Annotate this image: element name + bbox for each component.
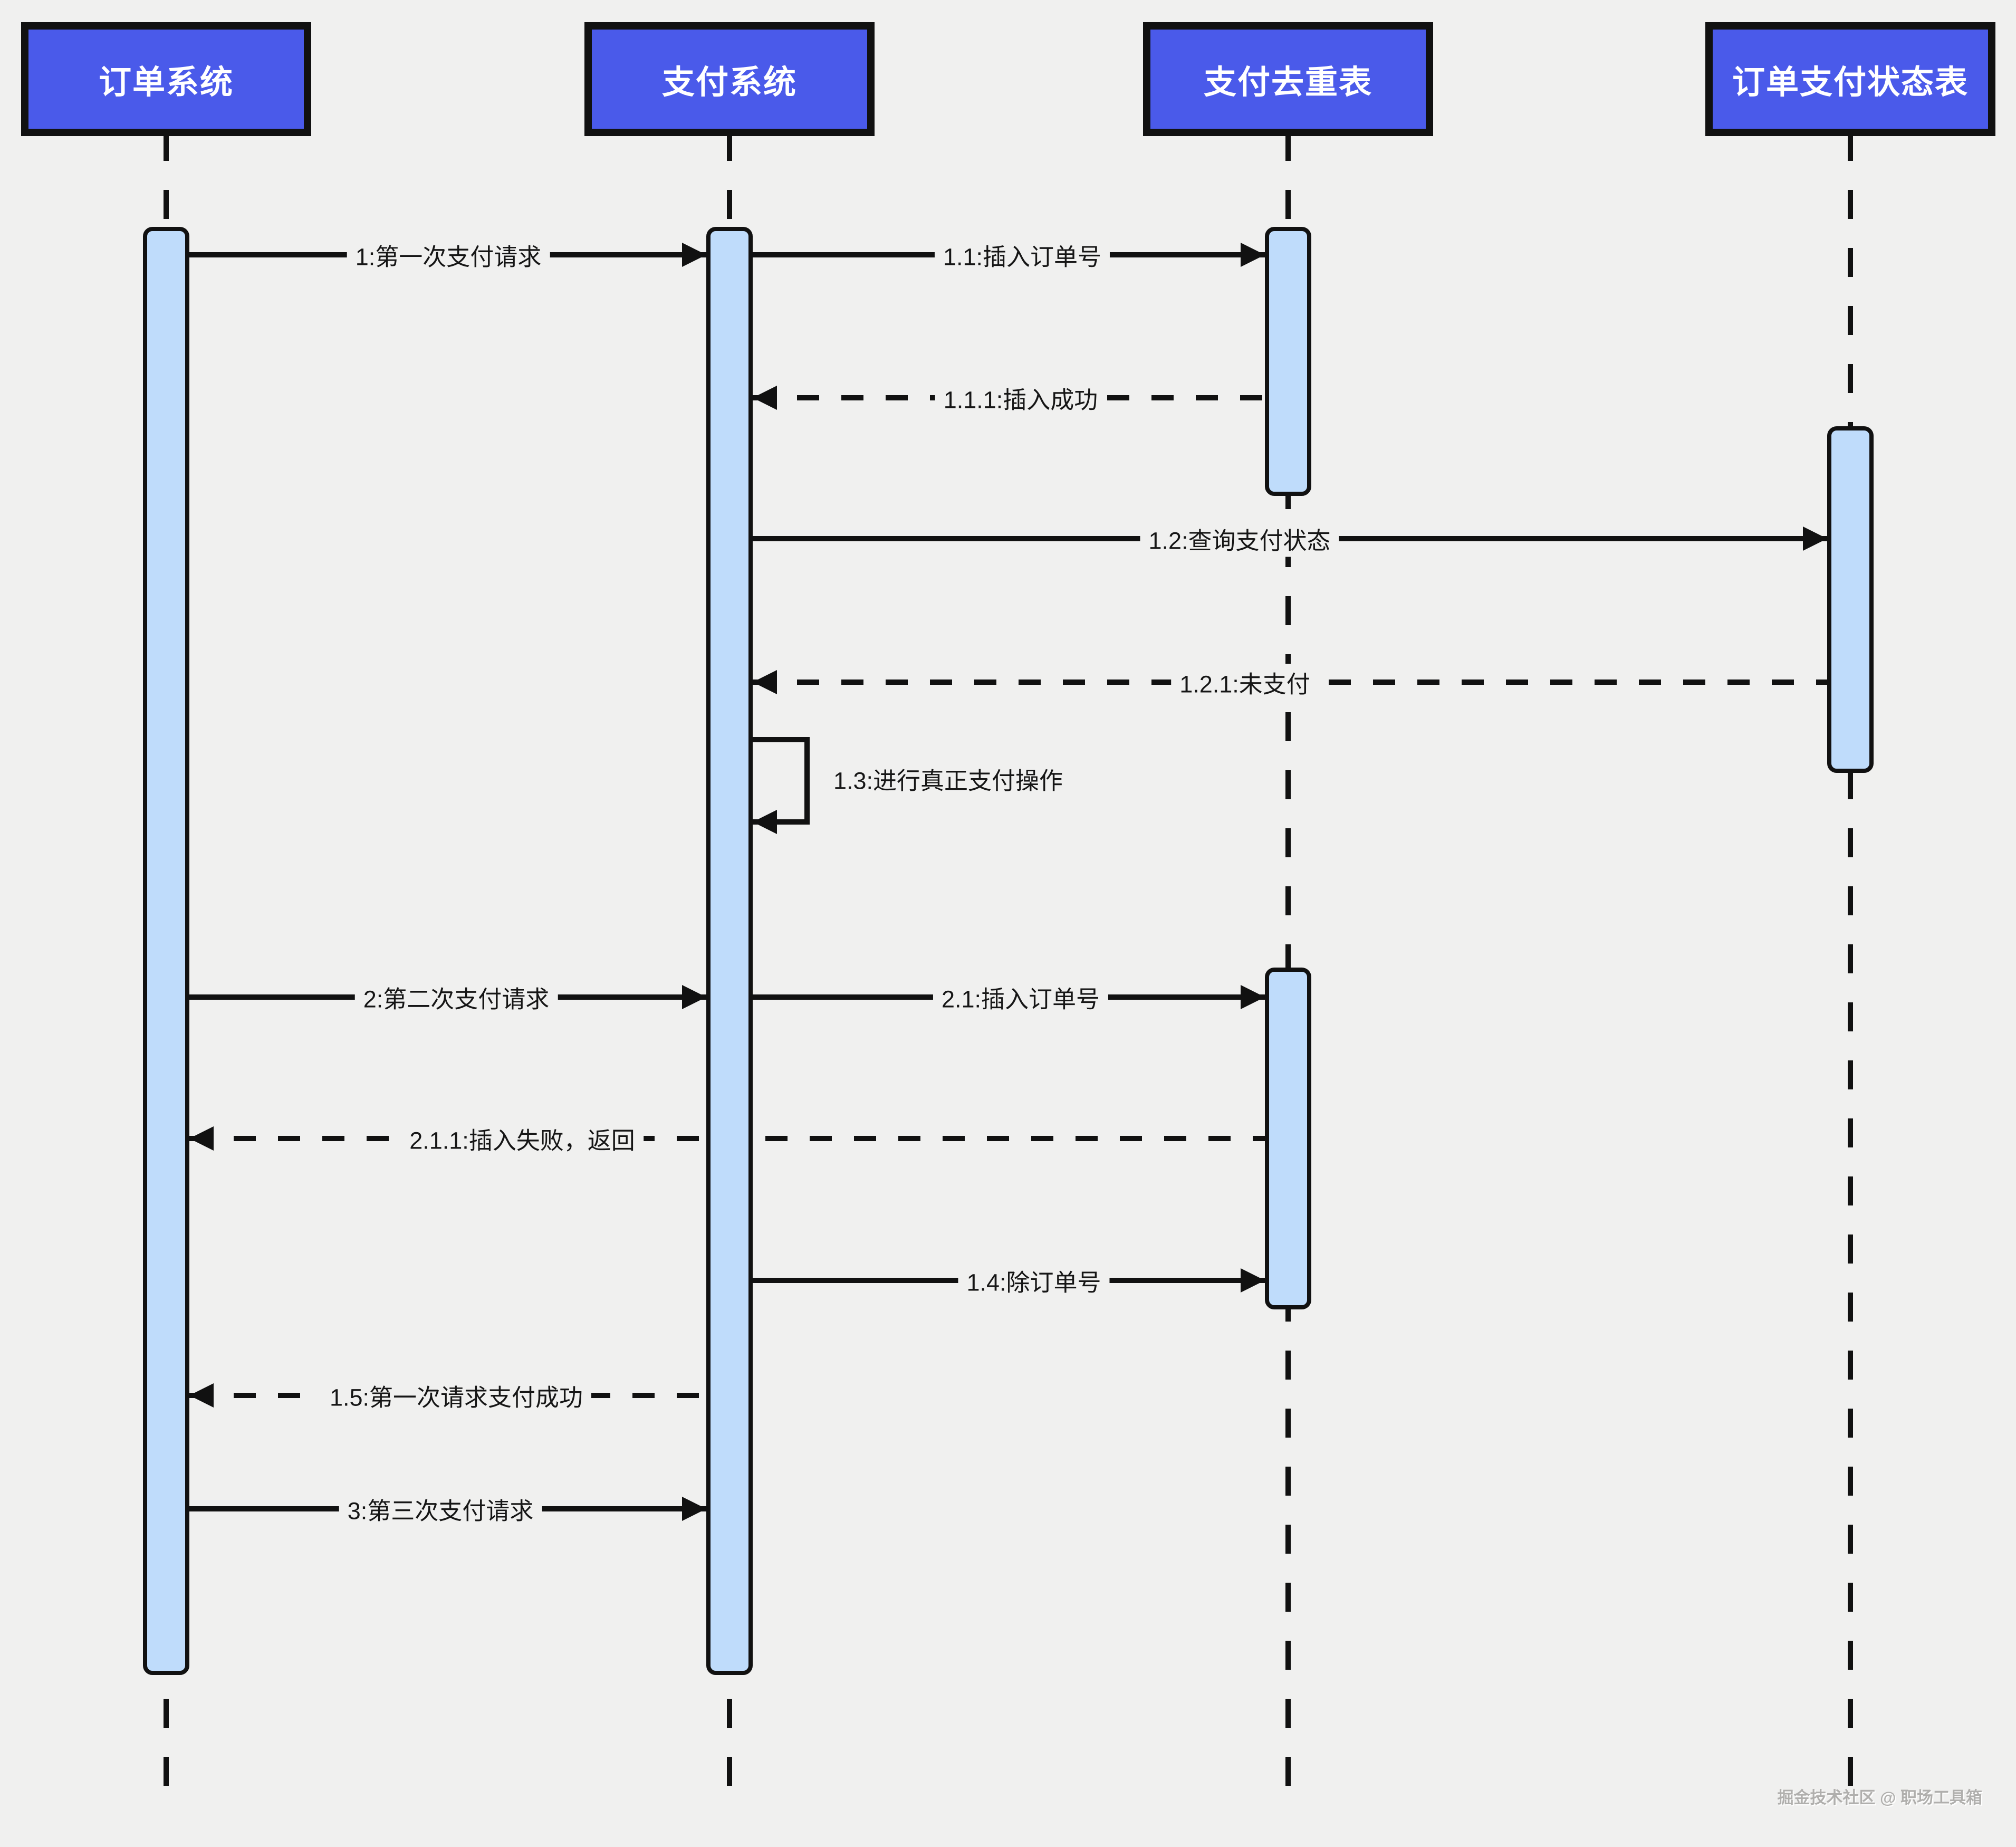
message-1-3-arrowhead-icon [753,810,777,834]
message-3-arrowhead-icon [682,1497,706,1521]
message-1-3-loop-bottom-line [753,819,810,825]
lifeline-status [1848,132,1853,1804]
actor-label-status: 订单支付状态表 [1732,64,1969,101]
activation-dedup-1 [1265,227,1311,496]
actor-box-dedup: 支付去重表 [1143,22,1433,136]
message-1-1-1-arrowhead-icon [753,386,777,410]
message-1-arrowhead-icon [682,243,706,267]
activation-status [1827,426,1874,773]
actor-label-payment: 支付系统 [661,64,797,101]
actor-box-status: 订单支付状态表 [1705,22,1995,136]
activation-dedup-2 [1265,968,1311,1309]
message-1-5-arrowhead-icon [189,1383,214,1408]
actor-label-order: 订单系统 [98,64,234,101]
message-1-2-1-arrowhead-icon [753,670,777,694]
message-1-2-1-label: 1.2.1:未支付 [1171,664,1319,701]
message-1-4-label: 1.4:除订单号 [958,1262,1110,1299]
message-1-1-arrowhead-icon [1241,243,1265,267]
message-2-arrowhead-icon [682,985,706,1009]
message-1-3-label: 1.3:进行真正支付操作 [833,767,1063,795]
message-1-2-label: 1.2:查询支付状态 [1140,520,1339,557]
message-1-5-label: 1.5:第一次请求支付成功 [321,1377,592,1414]
message-1-3-loop-top-line [753,737,810,742]
message-1-4-arrowhead-icon [1241,1268,1265,1293]
message-1-1-label: 1.1:插入订单号 [934,236,1110,273]
message-2-1-label: 2.1:插入订单号 [933,979,1109,1016]
message-1-2-arrowhead-icon [1803,527,1827,551]
message-2-1-arrowhead-icon [1241,985,1265,1009]
message-2-label: 2:第二次支付请求 [354,979,558,1016]
activation-payment [706,227,753,1675]
message-3-label: 3:第三次支付请求 [339,1490,542,1527]
activation-order [143,227,189,1675]
actor-box-payment: 支付系统 [584,22,875,136]
message-1-1-1-label: 1.1.1:插入成功 [935,379,1107,416]
watermark: 掘金技术社区 @ 职场工具箱 [1777,1788,1982,1807]
message-1-label: 1:第一次支付请求 [347,236,550,273]
message-2-1-1-label: 2.1.1:插入失败，返回 [401,1120,644,1157]
message-2-1-1-arrowhead-icon [189,1126,214,1151]
message-1-3-loop-right-line [804,737,810,825]
actor-box-order: 订单系统 [21,22,311,136]
actor-label-dedup: 支付去重表 [1203,64,1372,101]
